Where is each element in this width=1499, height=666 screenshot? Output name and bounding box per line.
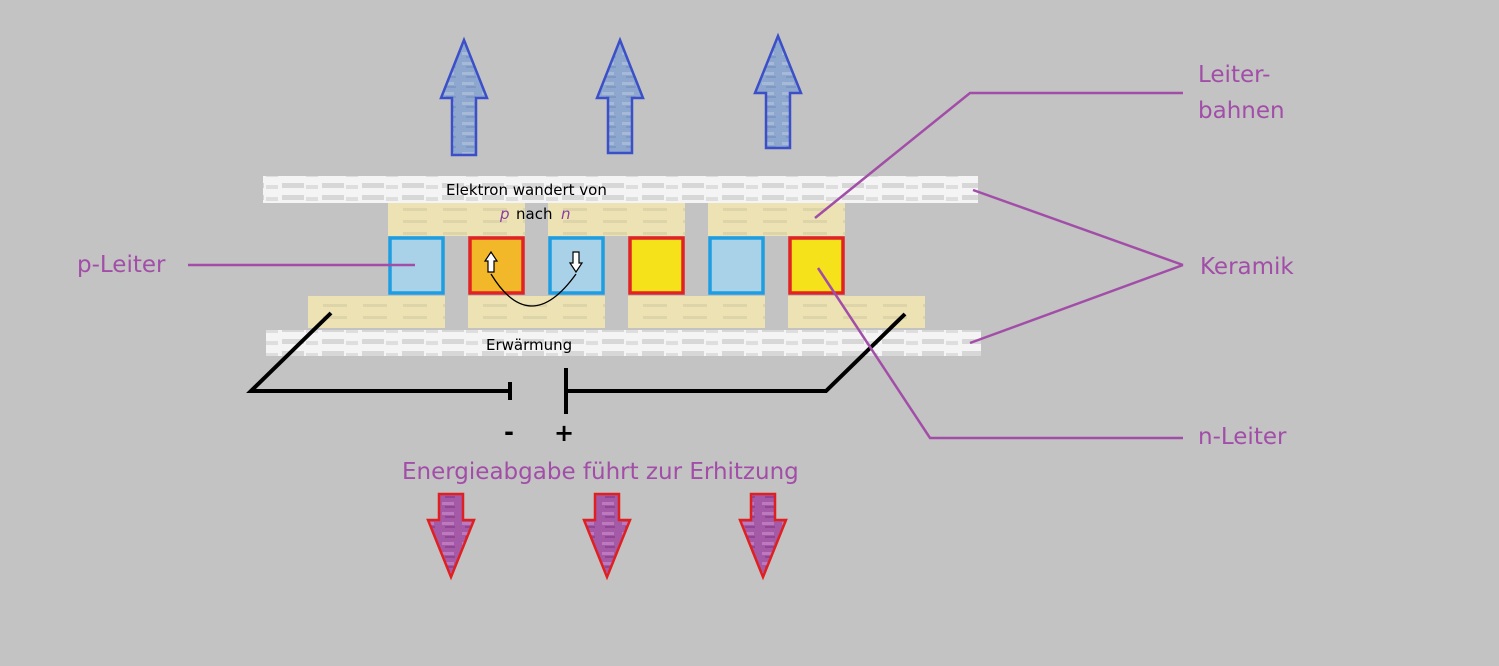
trace-bottom <box>468 296 605 328</box>
p-letter: p <box>499 205 510 223</box>
p-conductor <box>708 236 765 295</box>
ceramic-plate-top <box>263 176 978 203</box>
n-letter: n <box>561 205 571 223</box>
arrow-down-small-icon <box>568 251 584 274</box>
leader-keramik-bottom <box>969 263 1184 345</box>
wire-left <box>246 311 510 393</box>
trace-bottom <box>308 296 445 328</box>
n-conductor <box>468 236 525 295</box>
leader-leiterbahnen <box>814 91 1183 219</box>
trace-bottom <box>788 296 925 328</box>
arrow-up-icon <box>753 32 803 150</box>
label-n-leiter: n-Leiter <box>1198 424 1287 450</box>
trace-top <box>708 203 845 236</box>
trace-top <box>388 203 525 236</box>
label-keramik: Keramik <box>1200 254 1294 280</box>
arrow-up-icon <box>439 36 489 157</box>
top-plate-text: Elektron wandert von <box>446 181 607 199</box>
trace-bottom <box>628 296 765 328</box>
leader-n-leiter <box>816 267 1183 440</box>
arrow-down-icon <box>426 492 476 581</box>
arrow-up-icon <box>595 36 645 155</box>
label-p-leiter: p-Leiter <box>77 252 166 278</box>
n-conductor <box>628 236 685 295</box>
nach-text: nach <box>516 205 552 223</box>
wire-right <box>566 312 907 393</box>
trace-top <box>548 203 685 236</box>
leader-keramik-top <box>972 188 1184 267</box>
electron-path-curve <box>490 273 577 307</box>
arrow-down-icon <box>582 492 632 581</box>
energy-text: Energieabgabe führt zur Erhitzung <box>402 459 799 485</box>
plus-sign: + <box>554 419 574 447</box>
arrow-down-icon <box>738 492 788 581</box>
label-leiterbahnen-1: Leiter- <box>1198 62 1270 88</box>
minus-sign: - <box>504 418 514 446</box>
label-leiterbahnen-2: bahnen <box>1198 98 1285 124</box>
arrow-up-small-icon <box>483 250 499 273</box>
bottom-plate-text: Erwärmung <box>486 336 572 354</box>
n-conductor <box>788 236 845 295</box>
